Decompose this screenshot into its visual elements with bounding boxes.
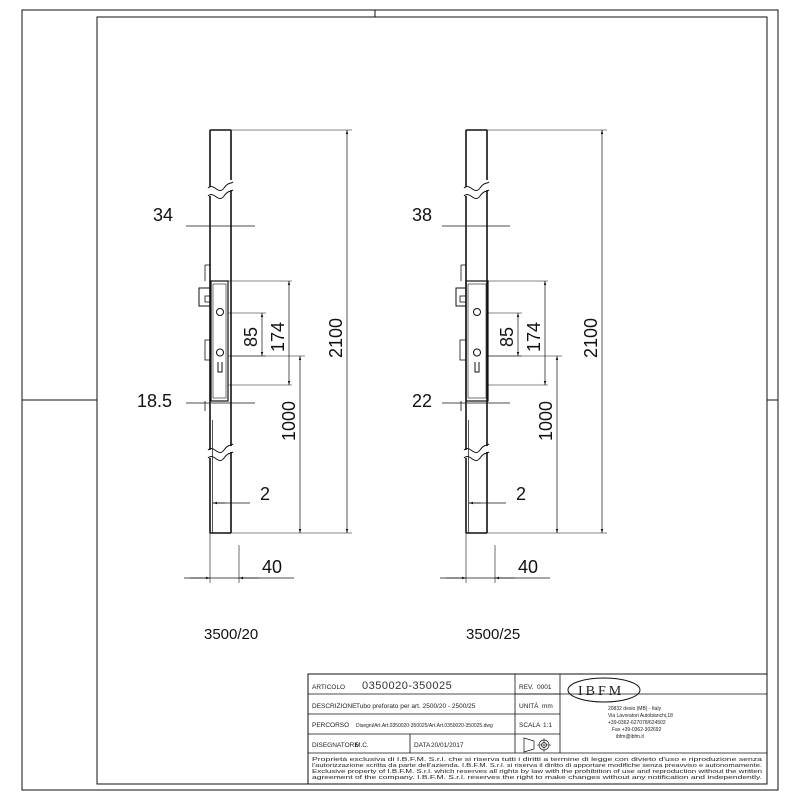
dim-2: 2 [516, 484, 526, 504]
dim-top-offset: 34 [153, 205, 173, 225]
sheet-border [21, 9, 779, 791]
data-value: 20/01/2017 [431, 742, 464, 749]
title-block: ARTICOLO 0350020-350025 REV. 0001 DESCRI… [307, 673, 768, 785]
unita-value: mm [542, 703, 553, 710]
scala-label: SCALA [519, 722, 541, 729]
legal-line-3: Exclusive property of I.B.F.M. S.r.l. wh… [312, 769, 762, 775]
address-line-2: Via Lavoratori Autobianchi,18 [608, 713, 673, 719]
descrizione-value: Tubo preforato per art. 2500/20 - 2500/2… [356, 703, 476, 710]
drawing-3500-25: 38 22 85 174 2100 1000 2 40 3500/25 [412, 129, 607, 643]
ibfm-logo: IBFM [578, 684, 624, 699]
keyhole [473, 348, 481, 373]
dim-174: 174 [268, 322, 288, 352]
scala-value: 1:1 [543, 722, 552, 729]
percorso-value: Disegni/Art.Art.0350020-350025/Art.Art.0… [356, 723, 493, 729]
drawing-caption: 3500/20 [204, 626, 258, 643]
address-line-4: Fax +39-0362-302692 [612, 727, 662, 733]
legal-line-4: agreement of the company. I.B.F.M. S.r.l… [312, 775, 762, 781]
drawing-3500-20: 34 18.5 85 174 2100 1000 2 40 350 [137, 129, 352, 643]
lock-plate [455, 264, 489, 411]
rev-value: 0001 [537, 684, 552, 691]
dim-1000: 1000 [279, 401, 299, 441]
articolo-value: 0350020-350025 [362, 680, 452, 692]
address-line-3: +39-0362-627078/624502 [608, 720, 666, 726]
legal-line-1: Proprietà esclusiva di I.B.F.M. S.r.l. c… [312, 757, 762, 763]
articolo-label: ARTICOLO [312, 684, 345, 691]
latch-hole [216, 308, 224, 316]
lock-plate [198, 264, 229, 411]
dim-2100: 2100 [326, 318, 346, 358]
rev-label: REV. [519, 684, 534, 691]
dim-85: 85 [497, 327, 517, 347]
dim-2100: 2100 [581, 318, 601, 358]
projection-symbol-icon [523, 737, 551, 753]
dim-2: 2 [260, 484, 270, 504]
keyhole [216, 348, 224, 373]
ibfm-logo-oval [567, 677, 641, 703]
dim-40: 40 [518, 557, 538, 577]
dim-174: 174 [524, 322, 544, 352]
percorso-label: PERCORSO [312, 722, 349, 729]
address-line-5: ibfm@ibfm.it [616, 734, 644, 740]
address-line-1: 20832 desio (MB) - Italy [608, 706, 662, 712]
dim-1000: 1000 [536, 401, 556, 441]
dim-top-offset: 38 [412, 205, 432, 225]
latch-hole [473, 308, 481, 316]
dim-bottom-offset: 22 [412, 391, 432, 411]
legal-line-2: l'autorizzazione scritta da parte dell'a… [312, 763, 762, 769]
disegnatore-value: M.C. [355, 742, 369, 749]
descrizione-label: DESCRIZIONE [312, 703, 357, 710]
unita-label: UNITÀ [519, 701, 539, 710]
dim-40: 40 [262, 557, 282, 577]
disegnatore-label: DISEGNATORE [312, 742, 359, 749]
drawing-caption: 3500/25 [466, 626, 520, 643]
data-label: DATA [414, 742, 431, 749]
tube-body [207, 129, 234, 534]
dim-bottom-offset: 18.5 [137, 391, 172, 411]
dim-85: 85 [241, 327, 261, 347]
